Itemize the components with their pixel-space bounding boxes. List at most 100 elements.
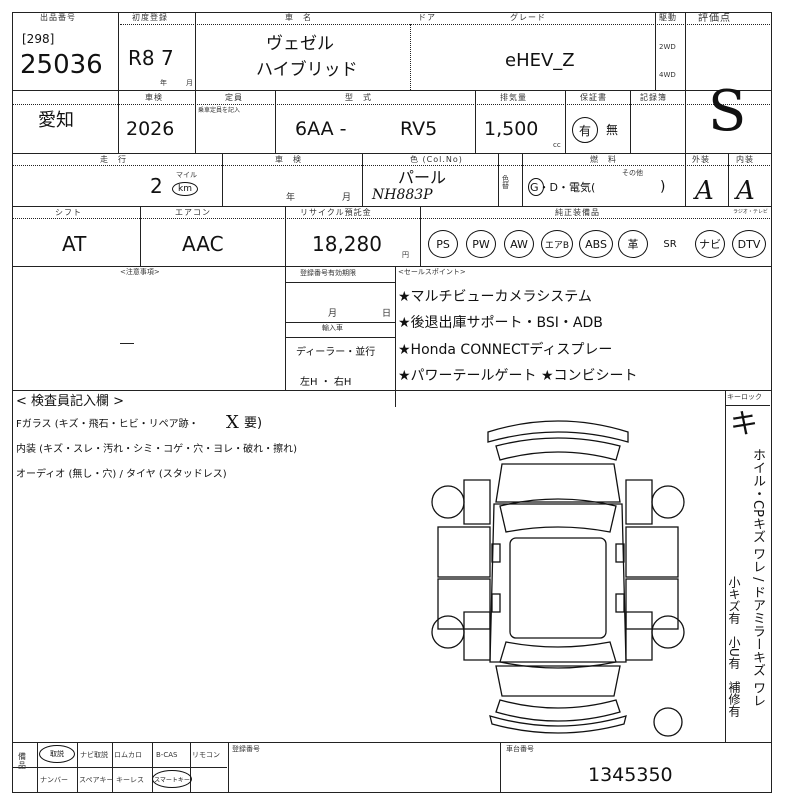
- key-label: キーロック: [727, 393, 762, 401]
- opt-manual-circle: 取説: [39, 745, 75, 763]
- opt-keyless: キーレス: [116, 776, 144, 784]
- capacity-sub: 乗車定員を記入: [198, 107, 241, 114]
- grid-line: [395, 266, 396, 407]
- sales-point-3: ★Honda CONNECTディスプレー: [398, 342, 613, 358]
- grid-line: [120, 24, 770, 25]
- equip-navi: ナビ: [695, 230, 725, 258]
- grid-line: [522, 153, 523, 206]
- import-label: 輸入車: [322, 324, 343, 332]
- first-reg-year-unit: 年: [160, 79, 167, 87]
- caution-mark: [120, 343, 134, 344]
- grid-line: [12, 767, 227, 768]
- grid-line: [112, 742, 113, 792]
- drive-4wd: 4WD: [659, 71, 676, 79]
- interior-value: A: [736, 176, 755, 206]
- grid-line: [285, 322, 395, 323]
- grid-line: [728, 153, 729, 206]
- grid-line: [12, 266, 772, 267]
- grid-line: [140, 206, 141, 266]
- warranty-no: 無: [606, 123, 619, 137]
- shaken-label: 車 検: [275, 155, 302, 164]
- grid-line: [685, 12, 686, 206]
- radio-label: ラジオ・テレビ: [733, 209, 768, 215]
- grid-line: [12, 218, 772, 219]
- equip-leather: 革: [618, 230, 648, 258]
- grid-line: [285, 282, 395, 283]
- grid-line: [771, 12, 772, 792]
- exterior-value: A: [695, 176, 714, 206]
- opt-manual: 取説: [50, 750, 64, 758]
- caution-label: <注意事項>: [120, 268, 160, 276]
- first-reg-label: 初度登録: [132, 13, 168, 22]
- grade-value: eHEV_Z: [505, 50, 575, 71]
- model-code: RV5: [400, 118, 438, 140]
- displacement-unit: cc: [553, 141, 561, 149]
- first-reg-month-unit: 月: [186, 79, 193, 87]
- opt-romcaro: ロムカロ: [114, 751, 142, 759]
- ac-value: AAC: [182, 232, 224, 256]
- grid-line: [12, 206, 772, 207]
- lot-number: 25036: [20, 50, 103, 80]
- color-value: パール: [398, 168, 447, 187]
- shaken-month: 月: [342, 193, 352, 203]
- doors-divider: [410, 24, 411, 90]
- inspector-audio: オーディオ (無し・穴) / タイヤ (スタッドレス): [16, 469, 227, 480]
- grid-line: [12, 792, 772, 793]
- inspector-title: < 検査員記入欄 >: [16, 394, 125, 409]
- inspector-glass-mark: X: [226, 412, 239, 433]
- dealer: ディーラー・並行: [296, 347, 376, 358]
- opt-navi-manual: ナビ取説: [80, 751, 108, 759]
- grid-line: [285, 206, 286, 390]
- equip-abs: ABS: [579, 230, 613, 258]
- grid-line: [12, 104, 772, 105]
- equip-airbag: エアB: [541, 230, 573, 258]
- sales-label: <セールスポイント>: [398, 268, 466, 276]
- grid-line: [362, 153, 363, 206]
- opt-smart-key: スマートキー: [154, 776, 190, 784]
- grid-line: [275, 90, 276, 153]
- recycle-label: リサイクル預託金: [300, 208, 372, 217]
- grid-line: [500, 742, 501, 792]
- color-change: 色替: [502, 175, 509, 190]
- grid-line: [118, 12, 119, 153]
- manual-label: 記録簿: [640, 93, 667, 102]
- sales-point-1: ★マルチビューカメラシステム: [398, 289, 592, 305]
- opt-smart-key-circle: スマートキー: [152, 770, 192, 788]
- grid-line: [630, 90, 631, 153]
- grid-line: [725, 390, 726, 742]
- steering: 左H ・ 右H: [300, 377, 352, 388]
- opt-spare-key: スペアキー: [79, 776, 114, 784]
- reg-no-label: 登録番号: [232, 745, 260, 753]
- grid-line: [655, 12, 656, 90]
- inspector-glass-end: 要): [244, 416, 263, 431]
- ac-label: エアコン: [175, 208, 211, 217]
- equip-pw: PW: [466, 230, 496, 258]
- inspection-label: 車検: [145, 93, 163, 102]
- drive-label: 駆動: [659, 13, 677, 22]
- equip-aw: AW: [504, 230, 534, 258]
- warranty-label: 保証書: [580, 93, 607, 102]
- expiry-label: 登録番号有効期限: [300, 269, 356, 277]
- fuel-label: 燃 料: [590, 155, 617, 164]
- equip-ps: PS: [428, 230, 458, 258]
- grid-line: [77, 742, 78, 792]
- color-label: 色 (Col.No): [410, 155, 463, 164]
- lot-label: 出品番号: [40, 13, 76, 22]
- drive-2wd: 2WD: [659, 43, 676, 51]
- recycle-unit: 円: [402, 251, 409, 259]
- opt-bcas: B-CAS: [156, 751, 178, 759]
- capacity-label: 定員: [225, 93, 243, 102]
- grade-label: グレード: [510, 13, 546, 22]
- shift-label: シフト: [55, 208, 82, 217]
- equipment-label: 純正装備品: [555, 208, 600, 217]
- key-mark: キ: [730, 407, 759, 440]
- car-name-line1: ヴェゼル: [266, 34, 334, 54]
- grid-line: [12, 12, 772, 13]
- grid-line: [285, 337, 395, 338]
- displacement-label: 排気量: [500, 93, 527, 102]
- grid-line: [152, 742, 153, 792]
- grid-line: [565, 90, 566, 153]
- displacement-value: 1,500: [484, 118, 539, 140]
- expiry-day: 日: [382, 309, 392, 319]
- color-code: NH883P: [372, 187, 433, 203]
